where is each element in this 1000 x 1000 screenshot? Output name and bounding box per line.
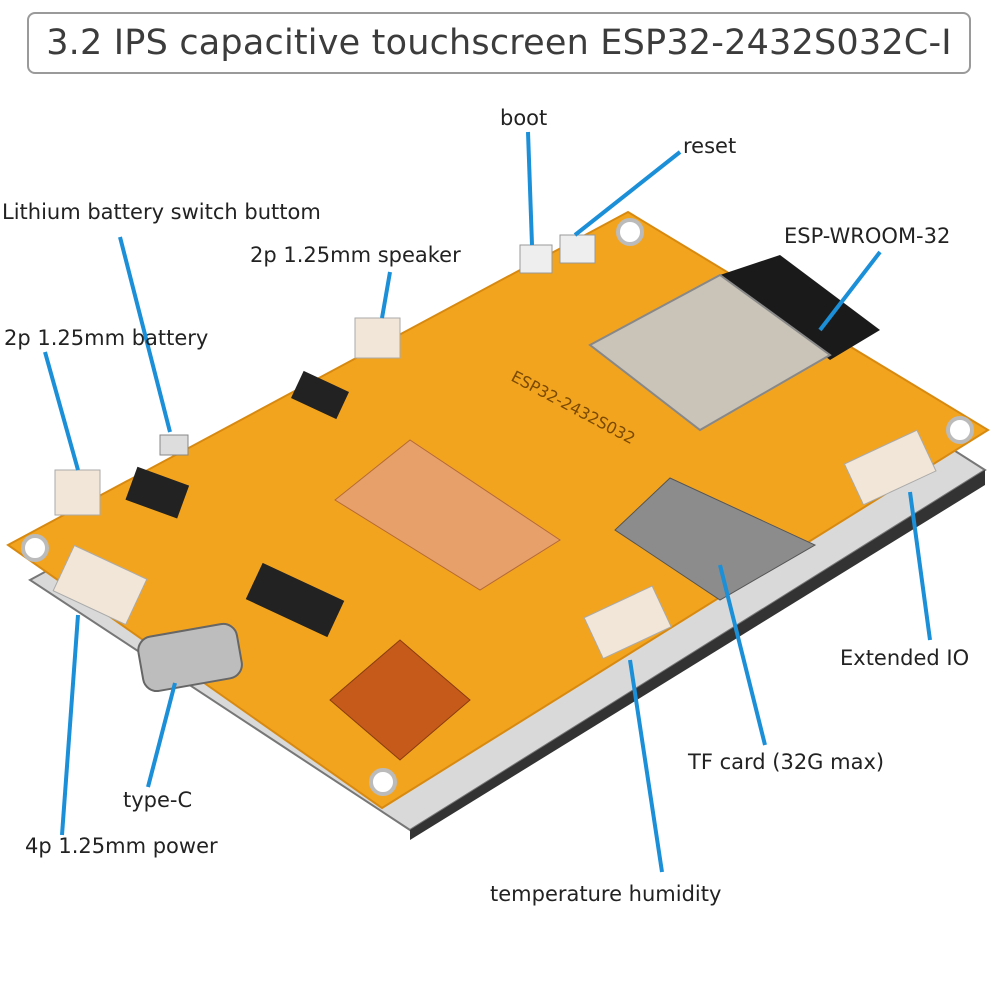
leader-line-tf-card [718, 564, 767, 746]
title-box: 3.2 IPS capacitive touchscreen ESP32-243… [27, 12, 971, 74]
power-connector [52, 544, 148, 626]
ic-chip [245, 562, 345, 638]
leader-line-battery [43, 351, 80, 471]
label-battery: 2p 1.25mm battery [4, 326, 209, 350]
leader-line-speaker [380, 271, 392, 319]
extended-io-connector [843, 429, 937, 506]
sd-card-slot [614, 477, 817, 601]
leader-line-temp-humidity [628, 659, 664, 873]
ic-chip [125, 466, 190, 519]
reset-button [559, 234, 596, 264]
temp-humidity-connector [583, 585, 672, 660]
leader-line-esp-module [818, 250, 882, 332]
battery-switch [159, 434, 189, 456]
label-type-c: type-C [123, 788, 193, 812]
label-boot: boot [500, 106, 548, 130]
leader-line-extended-io [908, 491, 932, 641]
leader-line-reset [573, 150, 682, 237]
label-esp-module: ESP-WROOM-32 [784, 224, 951, 248]
page-title: 3.2 IPS capacitive touchscreen ESP32-243… [46, 23, 952, 63]
label-reset: reset [683, 134, 737, 158]
touch-flex [329, 639, 471, 761]
label-tf-card: TF card (32G max) [688, 750, 885, 774]
speaker-connector [354, 317, 401, 359]
label-power: 4p 1.25mm power [25, 834, 218, 858]
mount-hole [369, 768, 397, 796]
label-battery-switch: Lithium battery switch buttom [2, 200, 321, 224]
leader-line-power [60, 614, 80, 836]
usb-c-port [137, 622, 243, 693]
ic-chip [291, 370, 349, 420]
leader-line-boot [526, 131, 534, 246]
mount-hole [21, 534, 49, 562]
leader-line-type-c [146, 682, 177, 788]
battery-connector [54, 469, 101, 516]
leader-line-battery-switch [118, 236, 172, 433]
esp-module [588, 273, 832, 432]
ribbon-cable [334, 439, 561, 591]
mount-hole [616, 218, 644, 246]
label-extended-io: Extended IO [840, 646, 970, 670]
mount-hole [946, 416, 974, 444]
boot-button [519, 244, 553, 274]
label-temp-humidity: temperature humidity [490, 882, 722, 906]
esp-module-antenna [720, 255, 880, 360]
label-speaker: 2p 1.25mm speaker [250, 243, 461, 267]
display-edge [410, 470, 985, 840]
